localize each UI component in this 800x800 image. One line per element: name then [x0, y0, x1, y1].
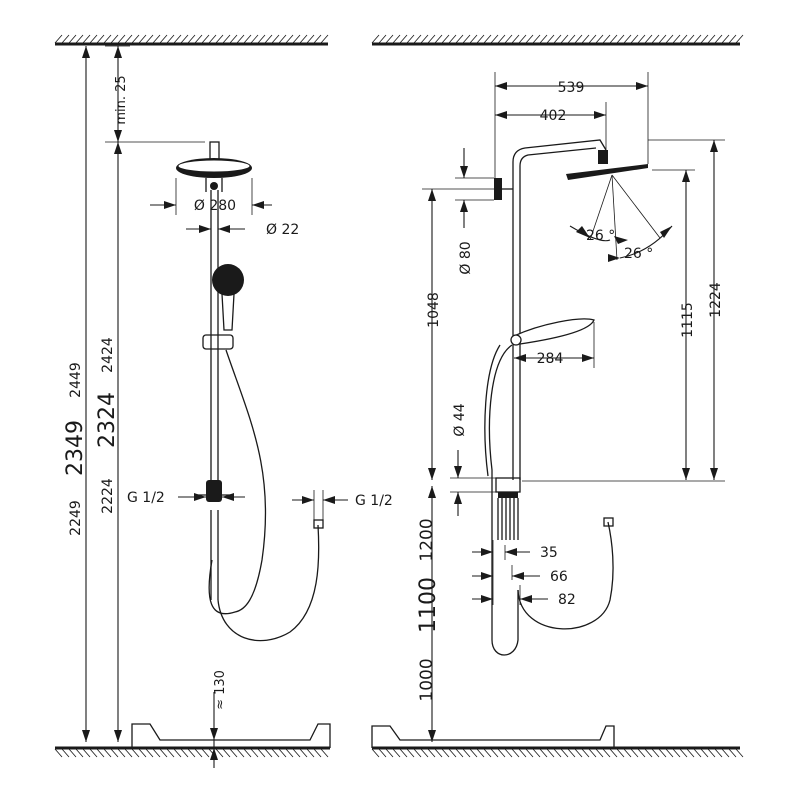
- left-view: min. 25 Ø 280 Ø 22 G 1/2 G 1/2 ≈ 130 244…: [54, 34, 393, 768]
- right-dim-284: [514, 322, 595, 368]
- right-ceiling: [371, 34, 744, 46]
- dim-angle-b: 26 °: [624, 246, 653, 262]
- dim-35: 35: [540, 545, 558, 561]
- dim-d80: Ø 80: [458, 241, 474, 274]
- right-overhead-shower: [566, 150, 648, 180]
- dim-539: 539: [558, 80, 585, 96]
- dim-1224: 1224: [708, 282, 724, 318]
- left-hose: [208, 349, 267, 615]
- dim-1048: 1048: [426, 292, 442, 328]
- right-floor: [371, 746, 744, 758]
- right-dim-top: [494, 72, 649, 180]
- dim-66: 66: [550, 569, 568, 585]
- left-diverter: [196, 480, 234, 502]
- dim-d44: Ø 44: [452, 403, 468, 436]
- right-shower-tray: [371, 725, 615, 748]
- right-dim-80: [455, 148, 494, 228]
- dim-2324: 2324: [95, 392, 120, 448]
- left-riser-pipe: [210, 190, 219, 600]
- dim-2424: 2424: [100, 337, 116, 373]
- right-hose: [488, 344, 519, 656]
- left-ceiling: [54, 34, 329, 46]
- right-dim-44: [450, 450, 496, 516]
- dim-d280: Ø 280: [194, 198, 236, 214]
- left-shower-tray: [131, 723, 331, 748]
- right-riser-arm: [512, 139, 607, 480]
- dim-1100: 1100: [416, 577, 441, 633]
- dim-284: 284: [537, 351, 564, 367]
- right-thermostat: [495, 477, 521, 540]
- right-hand-shower: [510, 318, 595, 346]
- dim-g12-right: G 1/2: [355, 493, 393, 509]
- left-dim-chain: [85, 45, 205, 742]
- right-spray-angles: [569, 174, 673, 261]
- right-dim-1048: [422, 188, 494, 480]
- dim-angle-a: 26 °: [586, 228, 615, 244]
- dim-2249: 2249: [68, 500, 84, 536]
- dim-1115: 1115: [680, 302, 696, 338]
- dim-g12-left: G 1/2: [127, 490, 165, 506]
- dim-min25: min. 25: [114, 75, 129, 124]
- dim-d22: Ø 22: [266, 222, 299, 238]
- right-dim-1115-1224: [522, 139, 725, 482]
- right-wall-bracket: [494, 178, 513, 200]
- dim-1000: 1000: [417, 658, 437, 701]
- dim-402: 402: [540, 108, 567, 124]
- dim-2224: 2224: [100, 478, 116, 514]
- left-arrows: [82, 46, 335, 760]
- right-arrows: [428, 82, 718, 742]
- left-floor: [54, 746, 330, 758]
- left-overhead-shower: [176, 141, 252, 192]
- dim-2349: 2349: [63, 420, 88, 476]
- dim-approx130: ≈ 130: [213, 670, 228, 710]
- left-hand-shower: [202, 264, 244, 350]
- dim-82: 82: [558, 592, 576, 608]
- right-view: 539 402 26 ° 26 ° Ø 80 1048 1115 1224 28…: [371, 34, 744, 758]
- dim-1200: 1200: [417, 518, 437, 561]
- dim-2449: 2449: [68, 362, 84, 398]
